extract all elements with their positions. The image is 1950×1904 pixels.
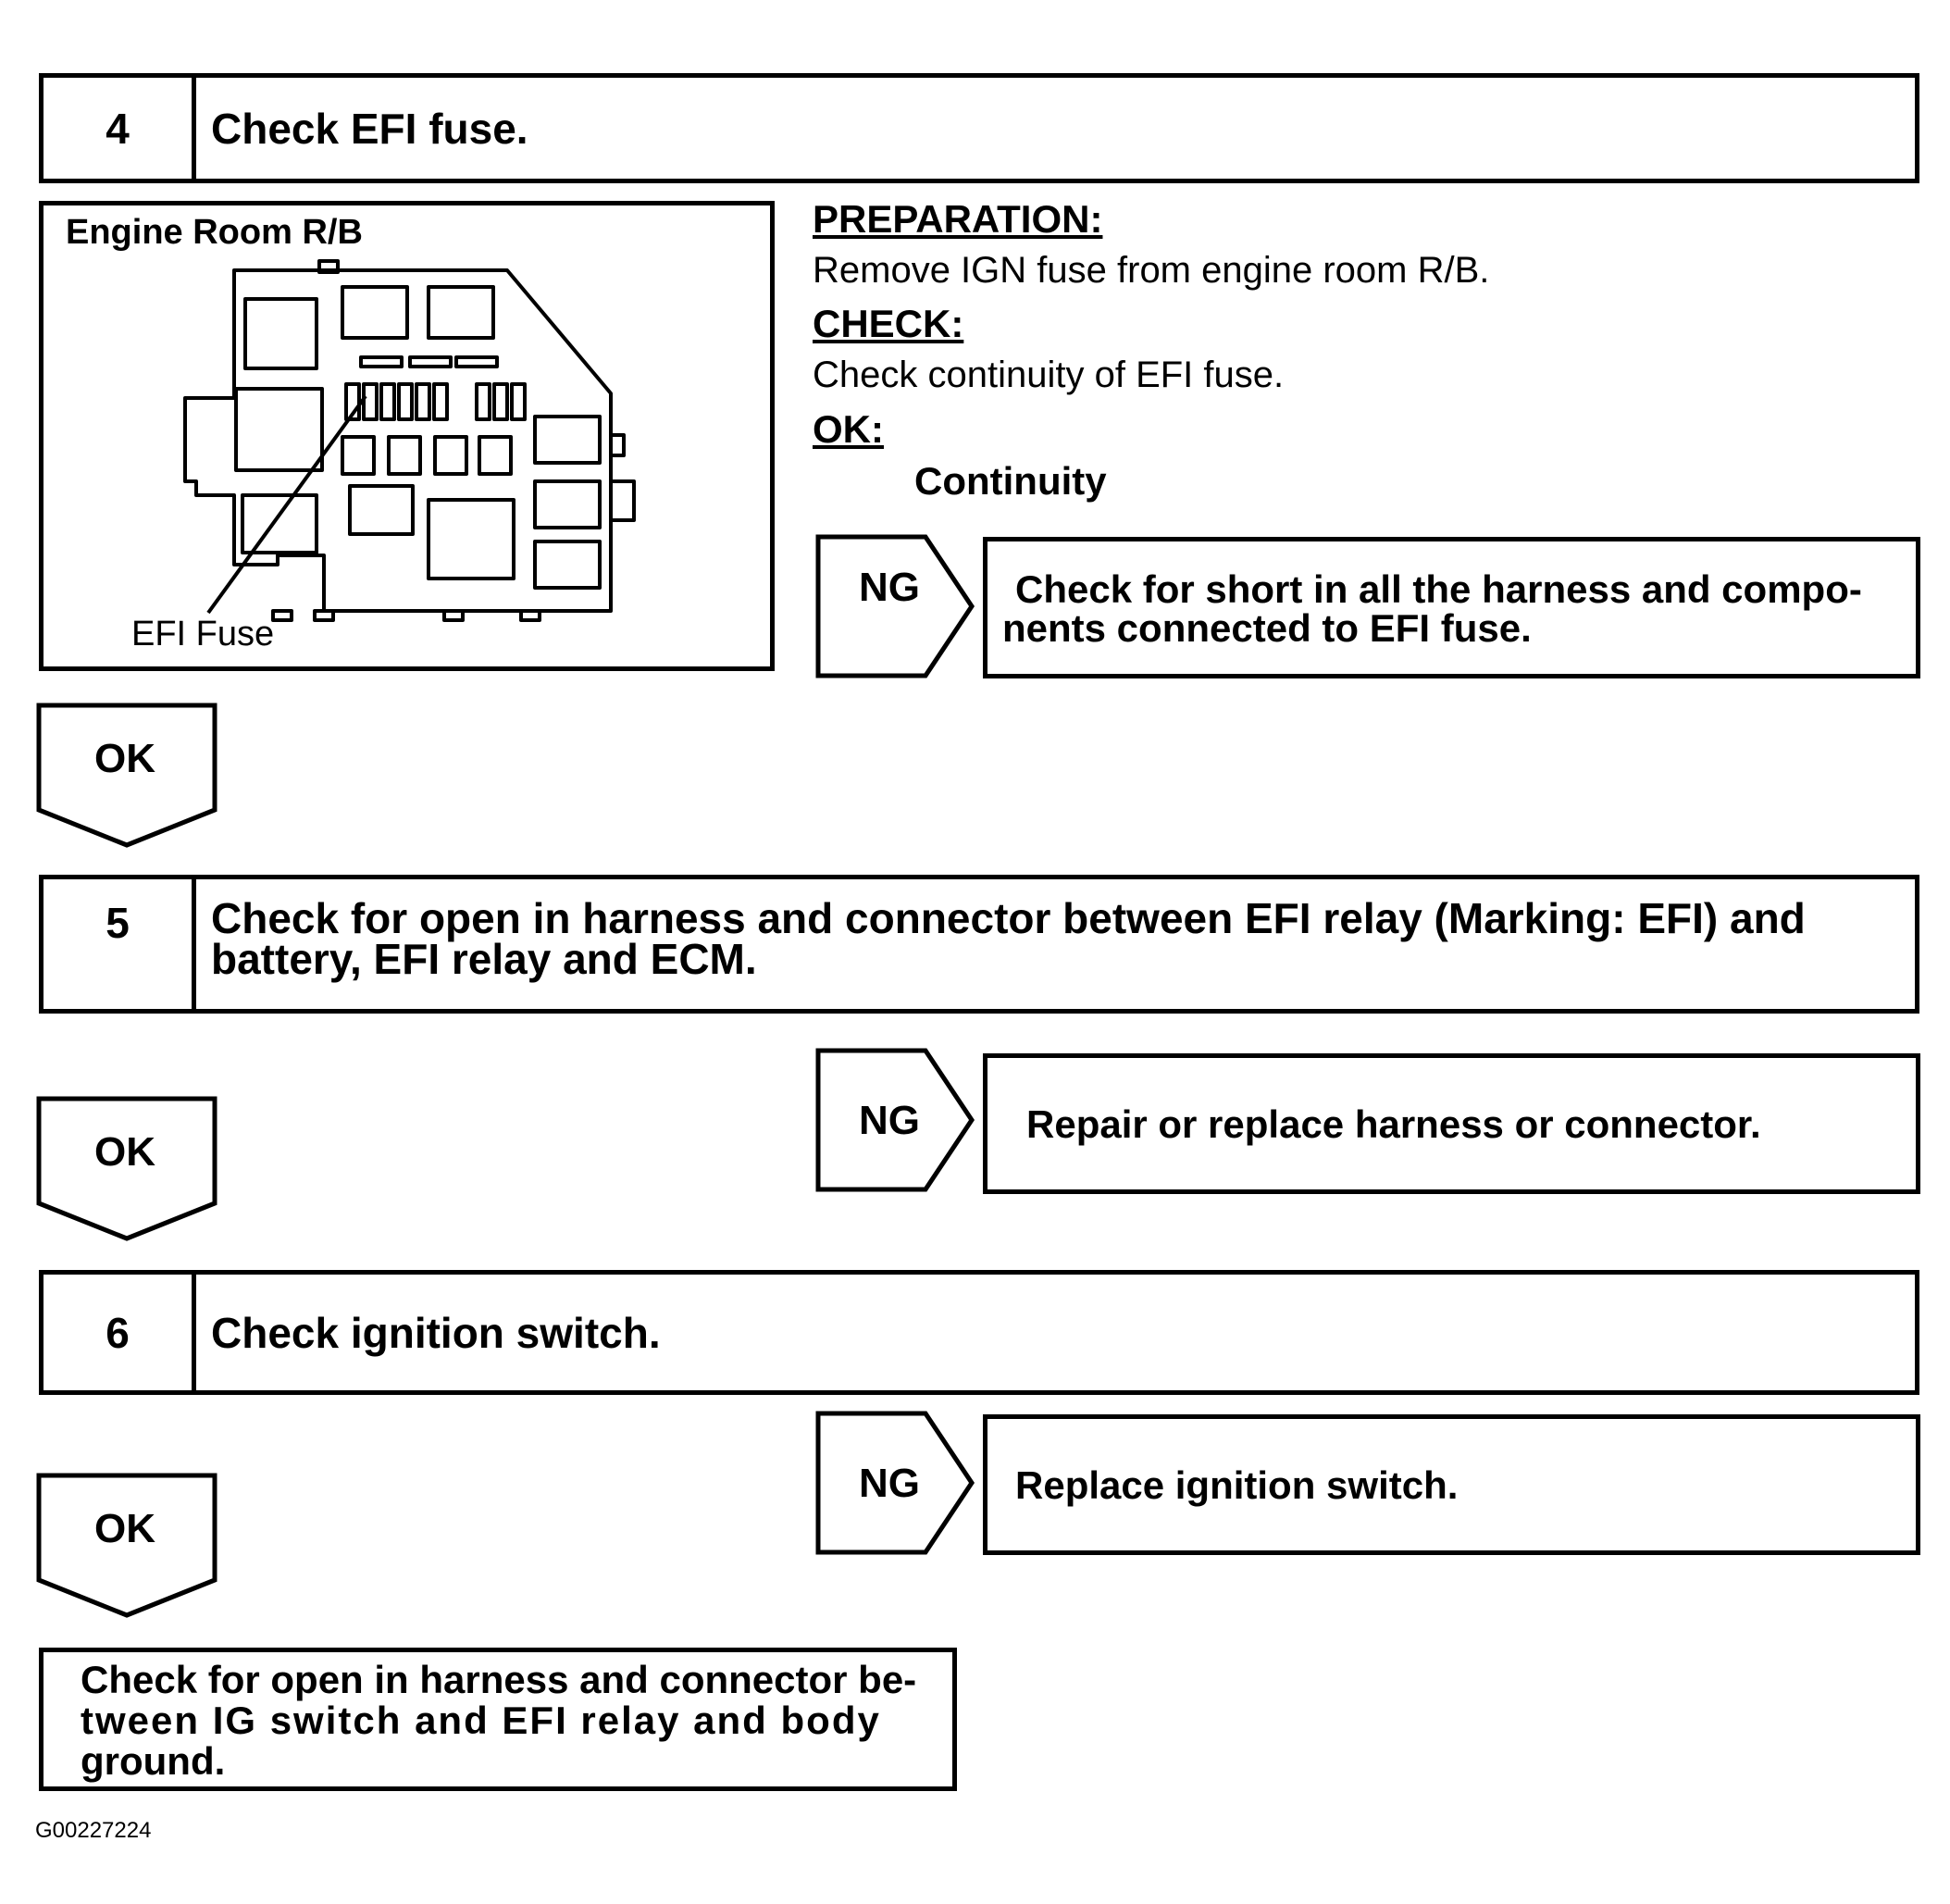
ng-result-step-4: Check for short in all the harness and c… — [983, 537, 1920, 678]
ok-arrow-shape — [36, 703, 217, 848]
final-text-line: Check for open in harness and connector … — [81, 1658, 917, 1701]
step-title-line: Check for open in harness and connector … — [211, 894, 1806, 942]
ok-label: OK — [94, 1506, 155, 1551]
ng-arrow-shape — [815, 1048, 975, 1192]
ok-heading: OK: — [813, 407, 884, 451]
preparation-text: Remove IGN fuse from engine room R/B. — [813, 250, 1490, 291]
final-text-line: tween IG switch and EFI relay and body — [81, 1699, 881, 1742]
check-heading: CHECK: — [813, 302, 964, 345]
step-4-header: 4 Check EFI fuse. — [39, 73, 1919, 183]
ng-result-step-6: Replace ignition switch. — [983, 1414, 1920, 1555]
ng-result-text: Replace ignition switch. — [1015, 1463, 1459, 1507]
check-text: Check continuity of EFI fuse. — [813, 355, 1285, 395]
figure-id: G00227224 — [35, 1818, 152, 1843]
ng-arrow-shape — [815, 1411, 975, 1555]
step-title: Check EFI fuse. — [211, 104, 528, 153]
figure-title: Engine Room R/B — [66, 213, 363, 252]
final-text-line: ground. — [81, 1739, 226, 1783]
ng-result-step-5: Repair or replace harness or connector. — [983, 1053, 1920, 1194]
ok-arrow-shape — [36, 1096, 217, 1241]
ok-value: Continuity — [914, 459, 1107, 503]
step-5-header: 5 Check for open in harness and connecto… — [39, 875, 1919, 1014]
ng-label: NG — [859, 1461, 920, 1506]
preparation-heading: PREPARATION: — [813, 197, 1103, 241]
ok-label: OK — [94, 736, 155, 781]
ng-result-line: nents connected to EFI fuse. — [1002, 606, 1532, 650]
ok-label: OK — [94, 1129, 155, 1175]
ng-label: NG — [859, 1098, 920, 1143]
step-title-line: battery, EFI relay and ECM. — [211, 935, 757, 983]
ng-result-line: Check for short in all the harness and c… — [1015, 567, 1862, 611]
ng-label: NG — [859, 565, 920, 610]
step-number: 5 — [43, 879, 196, 1009]
final-action-box: Check for open in harness and connector … — [39, 1648, 957, 1791]
ng-result-text: Repair or replace harness or connector. — [1026, 1102, 1761, 1146]
ng-arrow-shape — [815, 534, 975, 678]
step-number: 4 — [43, 78, 196, 179]
ok-arrow-shape — [36, 1473, 217, 1618]
step-6-header: 6 Check ignition switch. — [39, 1270, 1919, 1395]
step-number: 6 — [43, 1275, 196, 1390]
step-title: Check ignition switch. — [211, 1308, 661, 1357]
efi-fuse-callout: EFI Fuse — [131, 615, 275, 653]
